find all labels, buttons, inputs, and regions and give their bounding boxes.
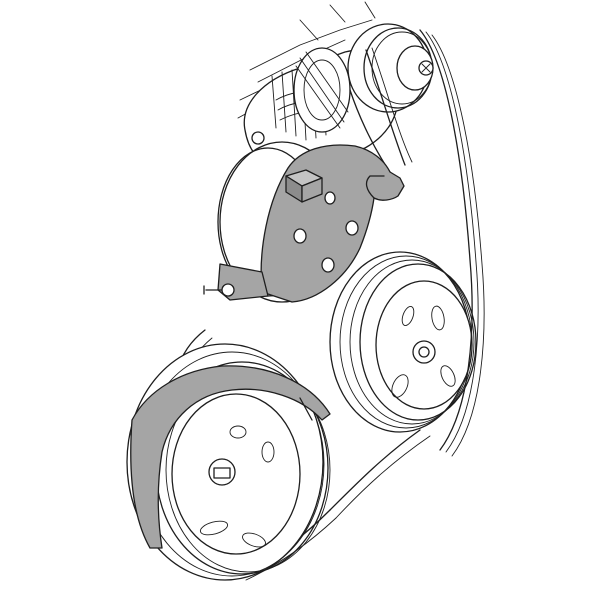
arm-hole xyxy=(293,228,307,244)
crank-belt-guard xyxy=(130,365,331,549)
idler-hub xyxy=(412,340,436,364)
tensioner-square-drive xyxy=(285,169,323,203)
arm-hole xyxy=(345,220,359,236)
crank-hub xyxy=(208,458,236,486)
serpentine-belt xyxy=(177,29,485,581)
tensioner-arm xyxy=(203,144,405,303)
idler-pulley-right xyxy=(329,251,477,433)
arm-hole xyxy=(321,257,335,273)
tensioner-bolt xyxy=(221,283,235,297)
arm-hole xyxy=(324,191,336,205)
alternator-pulley xyxy=(347,23,434,113)
alternator-bolt xyxy=(251,131,265,145)
